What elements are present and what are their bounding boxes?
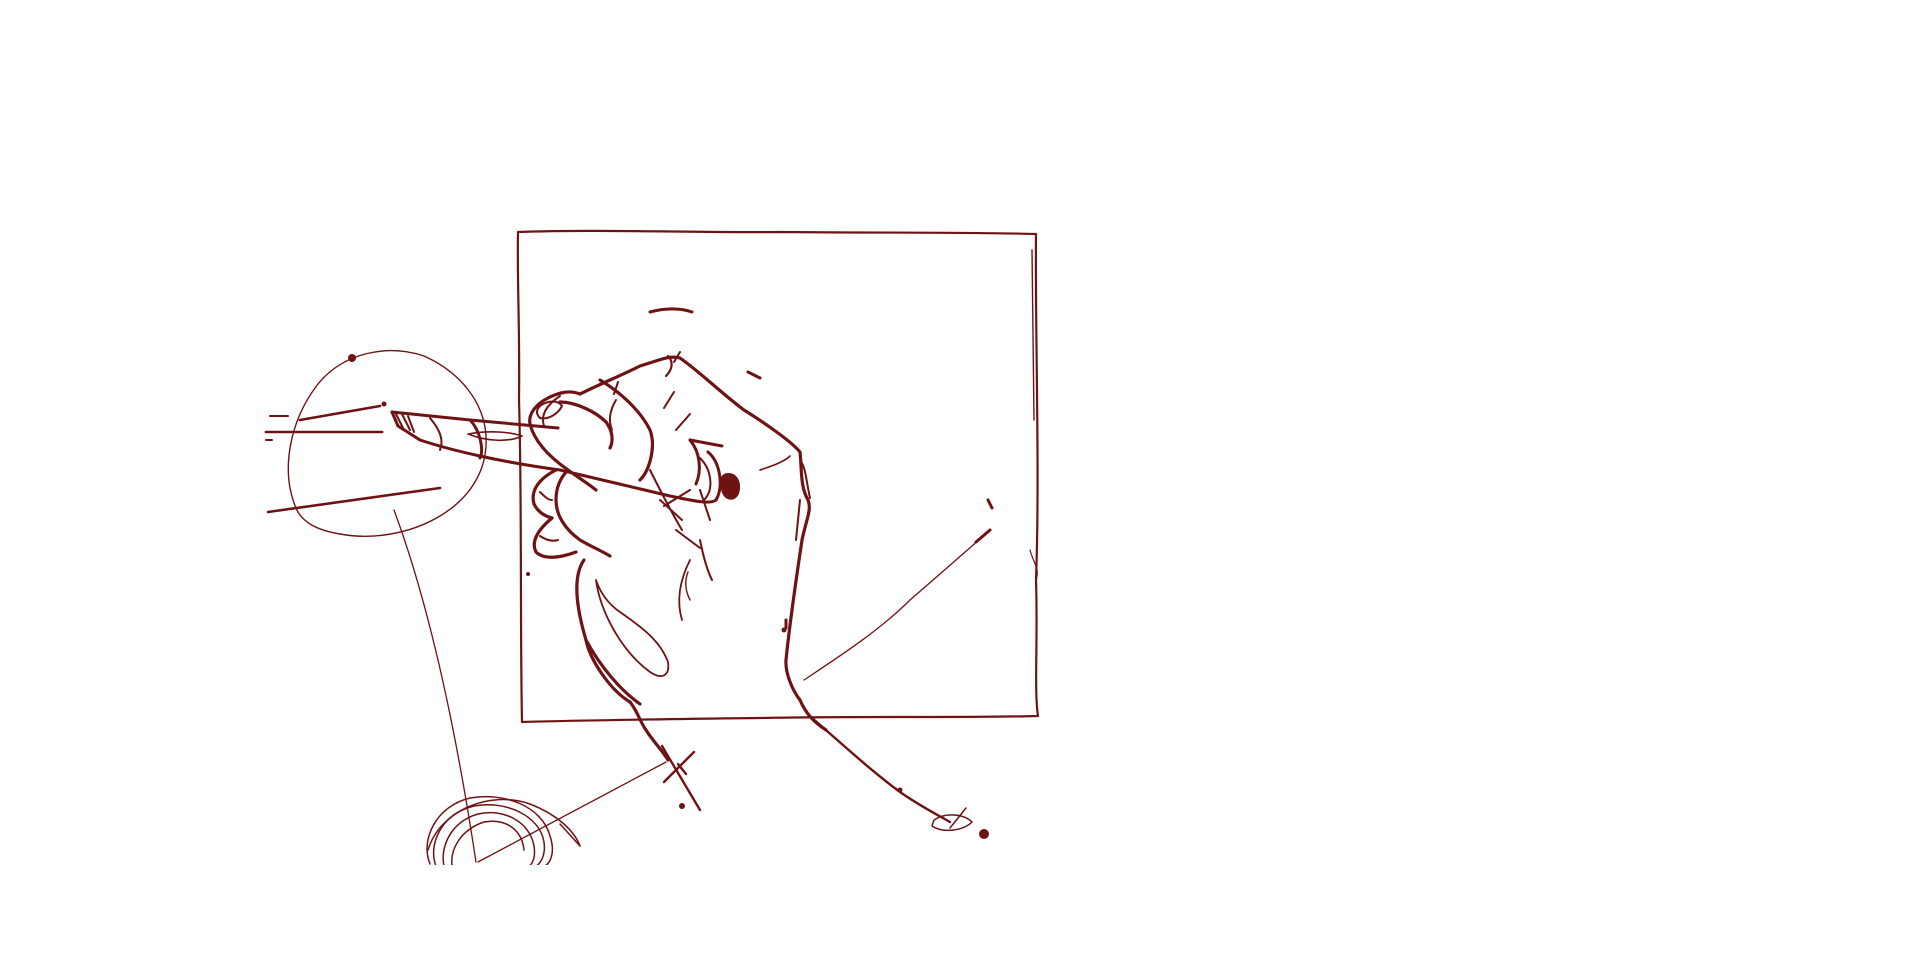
- paper-highlights: [648, 307, 994, 510]
- crosshair-mark: [660, 744, 702, 812]
- ink-dot-paper: [526, 572, 530, 576]
- crosshair-dot: [679, 803, 685, 809]
- drawing-hand: [528, 351, 828, 762]
- guide-line-bottom: [477, 761, 667, 863]
- guide-line-right: [803, 529, 991, 681]
- tail-end-dot: [979, 829, 989, 839]
- marker-cap-dot: [720, 473, 740, 500]
- guide-curve-left: [393, 509, 477, 863]
- marker-pen: [390, 410, 724, 504]
- paper-sheet: [516, 229, 1040, 724]
- scribble-loop: [423, 795, 581, 871]
- ink-dot-small: [381, 401, 387, 407]
- tail-stroke: [810, 716, 973, 832]
- ink-dot-thumb: [781, 627, 787, 633]
- guide-line-accent: [974, 528, 992, 544]
- sketch-bubble: [287, 350, 487, 537]
- tail-mid-dot: [897, 787, 903, 793]
